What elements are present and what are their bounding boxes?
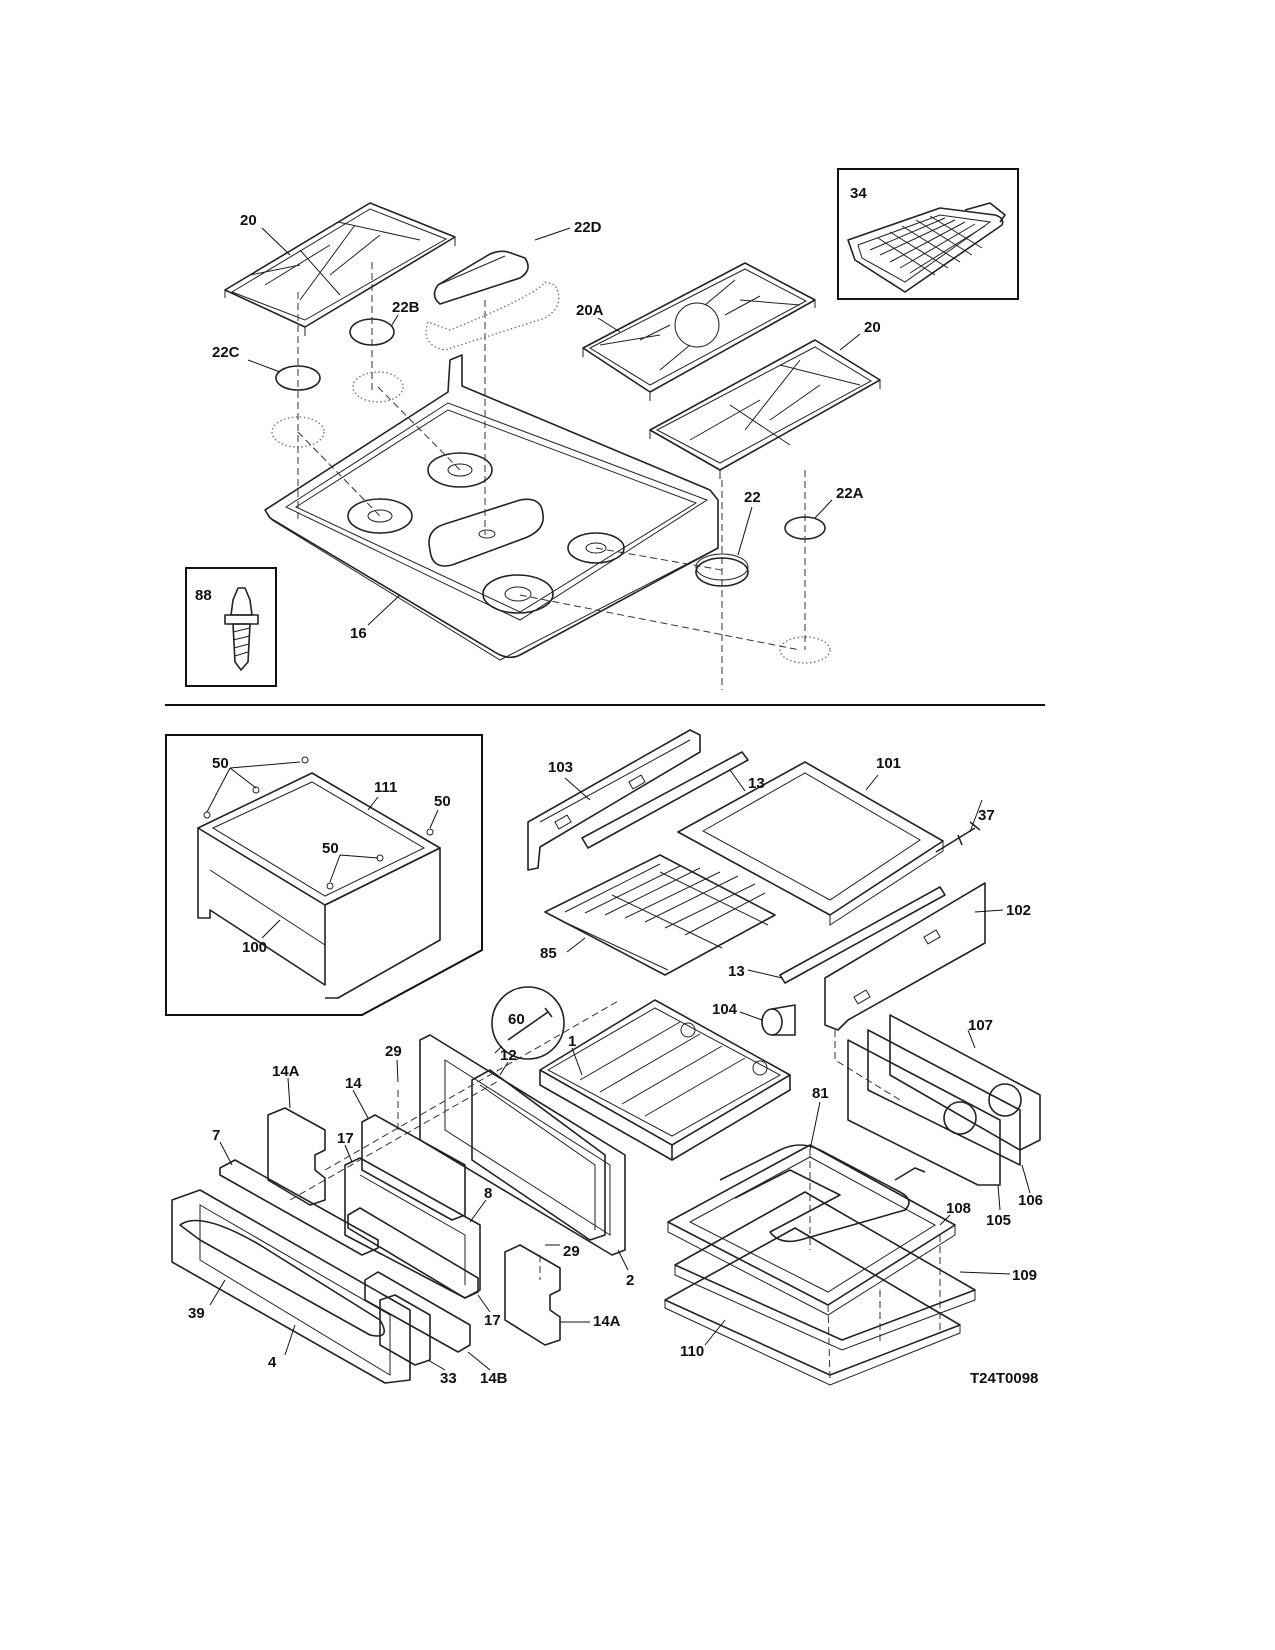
rail-13-upper (581, 751, 749, 849)
gasket-12 (471, 1069, 606, 1241)
grate-left (224, 202, 456, 336)
label-cap-22a: 22A (836, 485, 864, 502)
label-griddle: 34 (850, 185, 867, 202)
label-bottom-108: 108 (946, 1200, 971, 1217)
rail-13-lower (779, 886, 946, 984)
label-bracket-100: 100 (242, 939, 267, 956)
cap-22c (271, 365, 325, 448)
label-bolt-60: 60 (508, 1011, 525, 1028)
glass-8 (347, 1207, 479, 1299)
oven-rack-85 (544, 854, 776, 976)
label-rack-85: 85 (540, 945, 557, 962)
label-element-81: 81 (812, 1085, 829, 1102)
wire-37 (935, 821, 981, 853)
insulation-14a-upper (267, 1107, 326, 1206)
label-knob-104: 104 (712, 1001, 738, 1018)
grate-right (649, 339, 881, 479)
channel-17 (344, 1157, 481, 1299)
bottom-panel-108 (667, 1144, 956, 1316)
back-panel-107 (889, 1014, 1041, 1151)
label-panel-111: 111 (374, 779, 397, 796)
label-side-102: 102 (1006, 902, 1031, 919)
bake-element-81 (719, 1144, 926, 1243)
label-rail-13-b: 13 (728, 963, 745, 980)
shield-105 (847, 1039, 1001, 1186)
side-panel-103 (527, 729, 701, 871)
shield-106 (867, 1029, 1021, 1166)
label-cap-22: 22 (744, 489, 761, 506)
label-glass-8: 8 (484, 1185, 492, 1202)
bracket-inset (165, 734, 483, 1016)
label-side-103: 103 (548, 759, 573, 776)
label-seal-33: 33 (440, 1370, 457, 1387)
label-rail-13-a: 13 (748, 775, 765, 792)
cap-22b (349, 318, 404, 403)
knob-104 (761, 1004, 796, 1036)
top-panel-101 (677, 761, 944, 926)
door-frame-2 (419, 1034, 626, 1256)
label-liner-1: 1 (568, 1033, 576, 1050)
label-gasket-12: 12 (500, 1047, 517, 1064)
label-shield-105: 105 (986, 1212, 1011, 1229)
insulation-14 (361, 1114, 466, 1221)
label-cap-22b: 22B (392, 299, 420, 316)
label-shield-106: 106 (1018, 1192, 1043, 1209)
label-channel-17-b: 17 (484, 1312, 501, 1329)
bolt-60-callout (491, 986, 565, 1060)
label-trim-7: 7 (212, 1127, 220, 1144)
cooktop (264, 354, 719, 661)
label-top-101: 101 (876, 755, 901, 772)
label-back-107: 107 (968, 1017, 993, 1034)
label-grate-right: 20 (864, 319, 881, 336)
diagram-code: T24T0098 (970, 1370, 1038, 1387)
label-channel-17-a: 17 (337, 1130, 354, 1147)
label-screw-50-b: 50 (434, 793, 451, 810)
label-insul-14b: 14B (480, 1370, 508, 1387)
label-screw-50-a: 50 (212, 755, 229, 772)
insulation-14a-lower (504, 1244, 561, 1346)
griddle-inset (837, 168, 1019, 300)
label-cap-22c: 22C (212, 344, 240, 361)
leader-lines (206, 227, 1031, 1371)
seal-33 (379, 1294, 431, 1366)
door-4 (171, 1189, 411, 1384)
label-cooktop: 16 (350, 625, 367, 642)
label-grate-left: 20 (240, 212, 257, 229)
label-bolt-88: 88 (195, 587, 212, 604)
label-stop-29-b: 29 (563, 1243, 580, 1260)
label-insul-14: 14 (345, 1075, 362, 1092)
label-screw-50-c: 50 (322, 840, 339, 857)
oven-liner-1 (539, 999, 791, 1161)
label-door-4: 4 (268, 1354, 277, 1371)
label-grate-center: 20A (576, 302, 604, 319)
label-pan-110: 110 (680, 1343, 704, 1360)
label-stop-29-a: 29 (385, 1043, 402, 1060)
label-cap-22d: 22D (574, 219, 602, 236)
bolt-inset (185, 567, 277, 687)
label-handle-39: 39 (188, 1305, 205, 1322)
trim-7 (219, 1159, 379, 1256)
label-insul-14a-bottom: 14A (593, 1313, 621, 1330)
label-frame-2: 2 (626, 1272, 634, 1289)
label-tray-109: 109 (1012, 1267, 1037, 1284)
grate-center (582, 262, 816, 401)
label-insul-14a-top: 14A (272, 1063, 300, 1080)
insulation-14b (364, 1271, 471, 1353)
label-wire-37: 37 (978, 807, 995, 824)
cap-oval-22d (425, 250, 560, 351)
callout-labels: 20 22D 22B 22C 20A 20 22 22A 16 34 88 50… (188, 185, 1043, 1387)
side-panel-102 (824, 882, 986, 1031)
tray-109 (674, 1191, 976, 1351)
pan-110 (664, 1227, 961, 1386)
